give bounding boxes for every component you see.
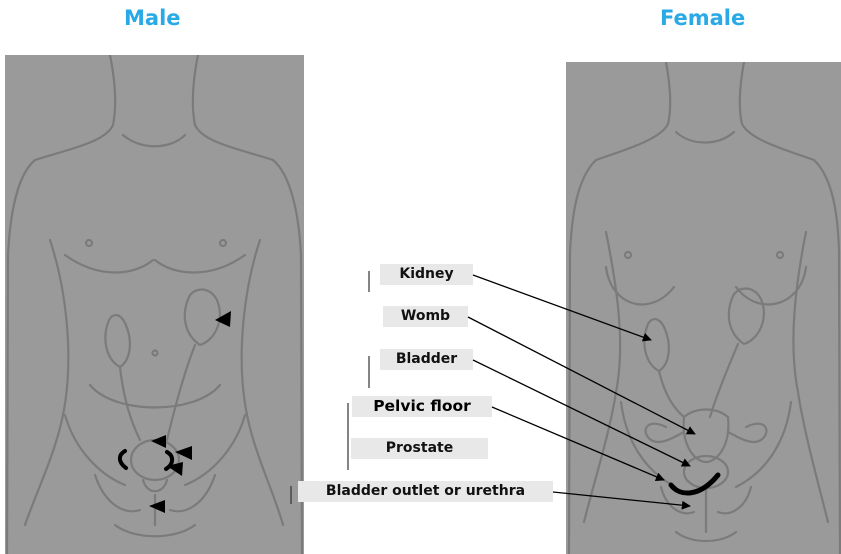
- label-bladder[interactable]: Bladder: [380, 349, 473, 370]
- male-body-illustration: [5, 55, 304, 554]
- female-heading: Female: [660, 6, 745, 30]
- male-heading: Male: [124, 6, 181, 30]
- female-body-illustration: [566, 62, 841, 554]
- label-kidney[interactable]: Kidney: [380, 264, 473, 285]
- female-figure-panel: [566, 62, 841, 554]
- label-womb[interactable]: Womb: [383, 306, 468, 327]
- label-prostate[interactable]: Prostate: [351, 438, 488, 459]
- label-bladder-outlet[interactable]: Bladder outlet or urethra: [298, 481, 553, 502]
- label-pelvic-floor[interactable]: Pelvic floor: [352, 396, 492, 417]
- male-figure-panel: [5, 55, 304, 554]
